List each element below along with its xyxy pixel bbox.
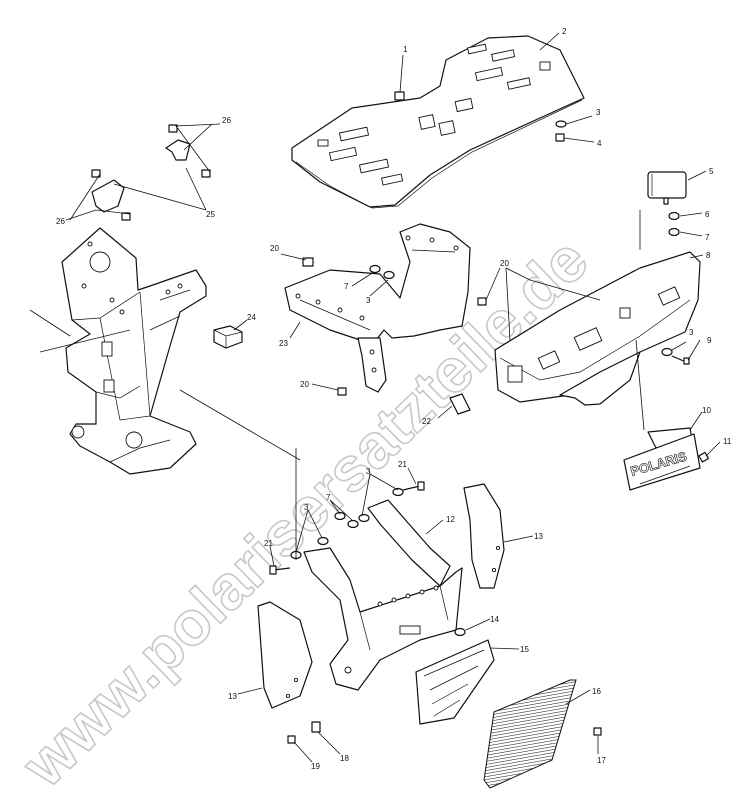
- lower-bracket: [303, 499, 463, 691]
- callout-26-top: 26: [222, 116, 231, 125]
- callout-8: 8: [706, 251, 711, 260]
- callout-4: 4: [597, 139, 602, 148]
- front-bumper: [494, 251, 701, 406]
- block-24: [213, 325, 243, 349]
- callout-2: 2: [562, 27, 567, 36]
- guard-13-right: [463, 483, 505, 589]
- callout-24: 24: [247, 313, 256, 322]
- nut-14: [454, 627, 466, 637]
- callout-20-top: 20: [270, 244, 279, 253]
- callout-3-upper: 3: [366, 467, 371, 476]
- screws-26: [91, 124, 211, 221]
- mesh-screen-16: [483, 679, 577, 789]
- callout-3-bumper: 3: [689, 328, 694, 337]
- bumper-fasteners-3-9: [661, 347, 690, 365]
- lamp-5: [647, 171, 687, 205]
- license-plate-bracket: POLARIS: [623, 427, 701, 491]
- callout-13-right: 13: [534, 532, 543, 541]
- callout-12: 12: [446, 515, 455, 524]
- rack-support: [284, 223, 471, 393]
- small-fasteners: [287, 721, 602, 744]
- callout-6: 6: [705, 210, 710, 219]
- leader-lines: [65, 32, 721, 763]
- callout-14: 14: [490, 615, 499, 624]
- washer-bolt-3-4: [555, 120, 567, 142]
- callout-labels: 1 2 3 4 5 6 7 8 3 9 10 11 26 26 25 20 7 …: [56, 27, 732, 771]
- callout-23: 23: [279, 339, 288, 348]
- callout-7-lower: 7: [326, 493, 331, 502]
- callout-19: 19: [311, 762, 320, 771]
- callout-22: 22: [422, 417, 431, 426]
- nuts-6-7: [668, 211, 680, 237]
- callout-20-right: 20: [500, 259, 509, 268]
- brackets-25: [91, 139, 191, 213]
- callout-21-right: 21: [398, 460, 407, 469]
- callout-21-left: 21: [264, 539, 273, 548]
- callout-5: 5: [709, 167, 714, 176]
- callout-20-lower: 20: [300, 380, 309, 389]
- callout-26-left: 26: [56, 217, 65, 226]
- screw-11: [698, 451, 710, 463]
- callout-13-left: 13: [228, 692, 237, 701]
- bracket-fasteners: [269, 481, 425, 575]
- callout-16: 16: [592, 687, 601, 696]
- callout-7-support: 7: [344, 282, 349, 291]
- callout-3-lower: 3: [304, 503, 309, 512]
- callout-9: 9: [707, 336, 712, 345]
- callout-7: 7: [705, 233, 710, 242]
- callout-18: 18: [340, 754, 349, 763]
- grille-frame-15: [415, 639, 495, 725]
- support-fasteners: [302, 257, 487, 396]
- callout-11: 11: [723, 437, 732, 446]
- callout-25: 25: [206, 210, 215, 219]
- callout-10: 10: [702, 406, 711, 415]
- frame-assembly: [29, 227, 207, 475]
- decal-22: [449, 393, 471, 415]
- front-rack: [291, 35, 585, 209]
- callout-15: 15: [520, 645, 529, 654]
- guard-13-left: [257, 601, 313, 709]
- bolt-1: [394, 54, 405, 101]
- callout-17: 17: [597, 756, 606, 765]
- callout-3: 3: [596, 108, 601, 117]
- callout-3-support: 3: [366, 296, 371, 305]
- callout-1: 1: [403, 45, 408, 54]
